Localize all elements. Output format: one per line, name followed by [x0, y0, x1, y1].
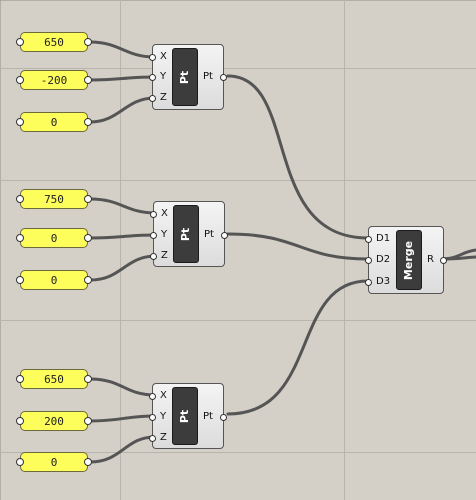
- panel-value: 650: [44, 35, 64, 49]
- panel-input-port[interactable]: [16, 195, 24, 203]
- panel-output-port[interactable]: [84, 38, 92, 46]
- grid-line: [0, 180, 476, 181]
- grid-line: [344, 0, 345, 500]
- panel-value: 0: [50, 273, 58, 287]
- grid-line: [0, 452, 476, 453]
- wire: [88, 96, 157, 124]
- panel-value: 200: [44, 414, 64, 428]
- input-port-x[interactable]: [149, 54, 156, 61]
- wire: [88, 197, 158, 215]
- panel-value: 0: [50, 455, 58, 469]
- input-port-d1[interactable]: [365, 236, 372, 243]
- output-port-pt[interactable]: [220, 414, 227, 421]
- panel-input-port[interactable]: [16, 38, 24, 46]
- merge-component[interactable]: D1 D2 D3 Merge R: [365, 226, 447, 294]
- input-label: D1: [376, 233, 391, 244]
- input-label: X: [160, 51, 167, 62]
- panel-value: 650: [44, 372, 64, 386]
- panel-output-port[interactable]: [84, 118, 92, 126]
- construct-point-component[interactable]: X Y Z Pt Pt: [150, 201, 228, 267]
- construct-point-component[interactable]: X Y Z Pt Pt: [149, 383, 227, 449]
- input-label: Y: [160, 411, 167, 422]
- wire: [88, 40, 157, 59]
- number-panel[interactable]: 650: [16, 32, 92, 52]
- panel-input-port[interactable]: [16, 118, 24, 126]
- input-port-y[interactable]: [150, 232, 157, 239]
- input-port-y[interactable]: [149, 414, 156, 421]
- number-panel[interactable]: 200: [16, 411, 92, 431]
- input-port-x[interactable]: [150, 211, 157, 218]
- input-port-d3[interactable]: [365, 279, 372, 286]
- grid-line: [0, 320, 476, 321]
- component-name[interactable]: Pt: [172, 387, 198, 445]
- number-panel[interactable]: 0: [16, 452, 92, 472]
- input-label: Z: [161, 250, 168, 261]
- panel-output-port[interactable]: [84, 76, 92, 84]
- panel-value: 0: [50, 231, 58, 245]
- panel-value: -200: [40, 73, 68, 87]
- wire: [226, 232, 370, 261]
- input-port-z[interactable]: [149, 435, 156, 442]
- wire: [226, 279, 370, 416]
- panel-value: 750: [44, 192, 64, 206]
- output-label: Pt: [203, 411, 213, 422]
- number-panel[interactable]: -200: [16, 70, 92, 90]
- input-label: Z: [160, 432, 167, 443]
- panel-value: 0: [50, 115, 58, 129]
- wire: [88, 233, 158, 240]
- panel-output-port[interactable]: [84, 234, 92, 242]
- panel-input-port[interactable]: [16, 458, 24, 466]
- panel-output-port[interactable]: [84, 375, 92, 383]
- panel-input-port[interactable]: [16, 276, 24, 284]
- panel-input-port[interactable]: [16, 375, 24, 383]
- wire: [88, 254, 158, 282]
- construct-point-component[interactable]: X Y Z Pt Pt: [149, 44, 227, 110]
- input-label: X: [161, 208, 168, 219]
- wire: [88, 435, 157, 464]
- panel-input-port[interactable]: [16, 417, 24, 425]
- component-name[interactable]: Pt: [173, 205, 199, 263]
- number-panel[interactable]: 0: [16, 112, 92, 132]
- component-name[interactable]: Pt: [172, 48, 198, 106]
- panel-input-port[interactable]: [16, 234, 24, 242]
- input-port-z[interactable]: [149, 95, 156, 102]
- panel-input-port[interactable]: [16, 76, 24, 84]
- input-port-x[interactable]: [149, 393, 156, 400]
- wire: [88, 377, 157, 397]
- wire: [88, 75, 157, 82]
- output-label: R: [427, 254, 434, 265]
- output-port-pt[interactable]: [221, 232, 228, 239]
- number-panel[interactable]: 0: [16, 228, 92, 248]
- grid-line: [0, 68, 476, 69]
- wire: [88, 414, 157, 423]
- input-label: Y: [161, 229, 168, 240]
- input-label: Y: [160, 71, 167, 82]
- panel-output-port[interactable]: [84, 417, 92, 425]
- input-label: D2: [376, 254, 391, 265]
- output-port-pt[interactable]: [220, 74, 227, 81]
- number-panel[interactable]: 750: [16, 189, 92, 209]
- component-name[interactable]: Merge: [396, 230, 422, 290]
- panel-output-port[interactable]: [84, 195, 92, 203]
- wire: [226, 74, 370, 240]
- grid-line: [120, 0, 121, 500]
- number-panel[interactable]: 0: [16, 270, 92, 290]
- input-port-z[interactable]: [150, 253, 157, 260]
- output-label: Pt: [203, 71, 213, 82]
- panel-output-port[interactable]: [84, 276, 92, 284]
- input-port-d2[interactable]: [365, 257, 372, 264]
- input-port-y[interactable]: [149, 74, 156, 81]
- number-panel[interactable]: 650: [16, 369, 92, 389]
- input-label: D3: [376, 276, 391, 287]
- input-label: Z: [160, 92, 167, 103]
- panel-output-port[interactable]: [84, 458, 92, 466]
- output-label: Pt: [204, 229, 214, 240]
- output-port-r[interactable]: [440, 257, 447, 264]
- input-label: X: [160, 390, 167, 401]
